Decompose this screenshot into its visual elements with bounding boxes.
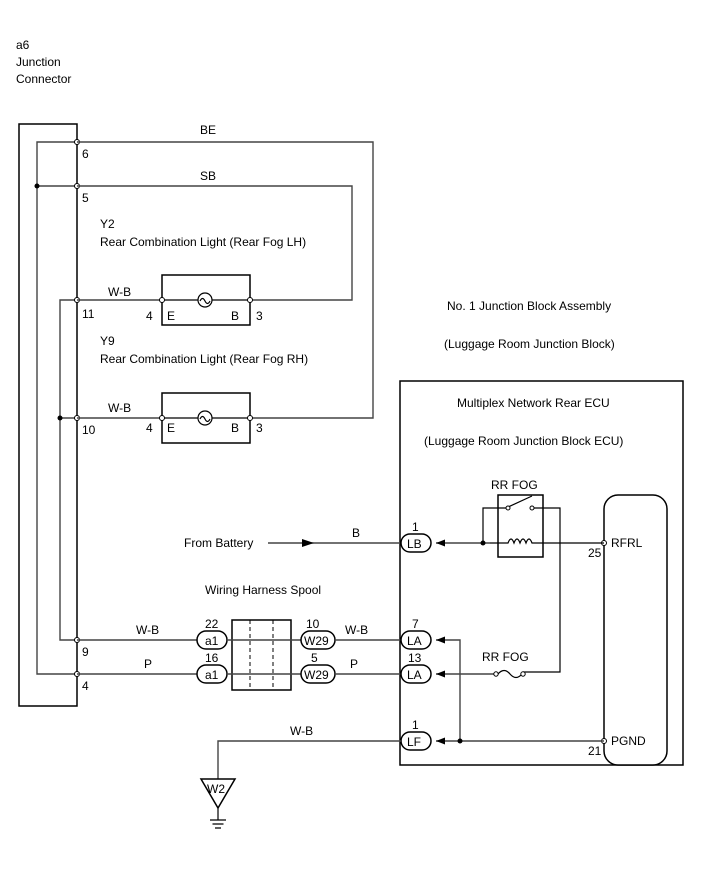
ecu-pin-rfrl: RFRL — [611, 536, 643, 550]
w29-top-pin-number: 10 — [306, 617, 320, 631]
arrow-left-icon — [436, 670, 445, 678]
wire-label-wb-ground: W-B — [290, 724, 313, 738]
ground-connector-w2 — [199, 778, 237, 810]
junction-connector-label-1: Junction — [16, 55, 61, 69]
junction-dot — [57, 415, 63, 421]
wire-label-wb-y2: W-B — [108, 285, 131, 299]
relay-label: RR FOG — [491, 478, 538, 492]
wire-label-b: B — [352, 526, 360, 540]
a1-top-pin-number: 22 — [205, 617, 219, 631]
y2-pin-b-number: 3 — [256, 309, 263, 323]
la13-pin-number: 13 — [408, 651, 422, 665]
wire-label-p-a1: P — [144, 657, 152, 671]
ground-icon — [210, 808, 226, 829]
ecu-pin-rfrl-number: 25 — [588, 546, 602, 560]
wire-be — [77, 141, 374, 419]
a6-pin-10: 10 — [82, 423, 96, 437]
pin-marker — [247, 415, 253, 421]
spool-dashed-lines — [249, 620, 274, 690]
w29-top-connector-label: W29 — [304, 634, 329, 648]
a1-bottom-connector-label: a1 — [205, 668, 219, 682]
lb-pin-number: 1 — [412, 520, 419, 534]
y2-pin-b-label: B — [231, 309, 239, 323]
wire-label-p-la13: P — [350, 657, 358, 671]
arrow-right-icon — [302, 539, 314, 547]
y2-name: Rear Combination Light (Rear Fog LH) — [100, 235, 306, 249]
la13-connector — [400, 664, 432, 684]
bulb-filament — [199, 297, 211, 305]
w29-bottom-connector-label: W29 — [304, 668, 329, 682]
la13-connector-label: LA — [407, 668, 422, 682]
junction-dot — [457, 738, 463, 744]
junction-connector-box — [18, 123, 78, 707]
a6-pin-11: 11 — [82, 307, 95, 321]
fuse-terminal — [520, 671, 526, 677]
spool-title: Wiring Harness Spool — [205, 583, 321, 597]
relay-switch-icon — [482, 495, 561, 673]
ecu-title: Multiplex Network Rear ECU — [457, 396, 610, 410]
y9-pin-e-number: 4 — [146, 421, 153, 435]
y9-name: Rear Combination Light (Rear Fog RH) — [100, 352, 308, 366]
wire-label-wb-a1: W-B — [136, 623, 159, 637]
arrow-left-icon — [436, 636, 445, 644]
ecu-internal-box — [603, 494, 668, 766]
w29-bot-pin-number: 5 — [311, 651, 318, 665]
la7-connector-label: LA — [407, 634, 422, 648]
junction-block-title: No. 1 Junction Block Assembly — [447, 299, 611, 313]
a6-pin-5: 5 — [82, 191, 89, 205]
arrow-left-icon — [436, 539, 445, 547]
wire-wb-ground — [217, 740, 401, 779]
relay-coil-icon — [490, 538, 604, 545]
bulb-filament — [199, 415, 211, 423]
wire-sb — [77, 185, 353, 301]
fuse-icon — [497, 669, 523, 679]
y2-id: Y2 — [100, 217, 115, 231]
a6-pin-9: 9 — [82, 645, 89, 659]
rr-fog-relay — [497, 494, 544, 558]
from-battery-label: From Battery — [184, 536, 253, 550]
ecu-pin-pgnd-number: 21 — [588, 744, 602, 758]
lf-pin-number: 1 — [412, 718, 419, 732]
la7-connector — [400, 630, 432, 650]
wire-label-be: BE — [200, 123, 216, 137]
a6-pin-4: 4 — [82, 679, 89, 693]
ecu-subtitle: (Luggage Room Junction Block ECU) — [424, 434, 623, 448]
a6-pin-6: 6 — [82, 147, 89, 161]
fuse-terminal — [493, 671, 499, 677]
pin-marker — [247, 297, 253, 303]
y9-pin-b-number: 3 — [256, 421, 263, 435]
lb-connector-label: LB — [407, 537, 422, 551]
y9-id: Y9 — [100, 334, 115, 348]
junction-dot — [480, 540, 486, 546]
wire-label-wb-la7: W-B — [345, 623, 368, 637]
wiring-harness-spool — [231, 619, 292, 691]
switch-contact — [529, 505, 535, 511]
junction-dot — [34, 183, 40, 189]
y9-pin-e-label: E — [167, 421, 175, 435]
ecu-pin-pgnd: PGND — [611, 734, 646, 748]
a6-bus-6-4 — [36, 141, 77, 675]
la7-pin-number: 7 — [412, 617, 419, 631]
a1-bot-pin-number: 16 — [205, 651, 219, 665]
junction-connector-id: a6 — [16, 38, 30, 52]
ground-label: W2 — [207, 782, 225, 796]
y2-pin-e-number: 4 — [146, 309, 153, 323]
lb-connector — [400, 533, 432, 553]
wire-label-sb: SB — [200, 169, 216, 183]
pin-marker — [159, 297, 165, 303]
a1-top-connector-label: a1 — [205, 634, 219, 648]
fuse-label: RR FOG — [482, 650, 529, 664]
pin-marker — [159, 415, 165, 421]
lf-connector-label: LF — [407, 735, 421, 749]
y2-pin-e-label: E — [167, 309, 175, 323]
y9-pin-b-label: B — [231, 421, 239, 435]
junction-block-subtitle: (Luggage Room Junction Block) — [444, 337, 615, 351]
arrow-left-icon — [436, 737, 445, 745]
wire-label-wb-y9: W-B — [108, 401, 131, 415]
switch-contact — [505, 505, 511, 511]
a6-bus-11-9 — [59, 299, 77, 641]
junction-connector-label-2: Connector — [16, 72, 71, 86]
